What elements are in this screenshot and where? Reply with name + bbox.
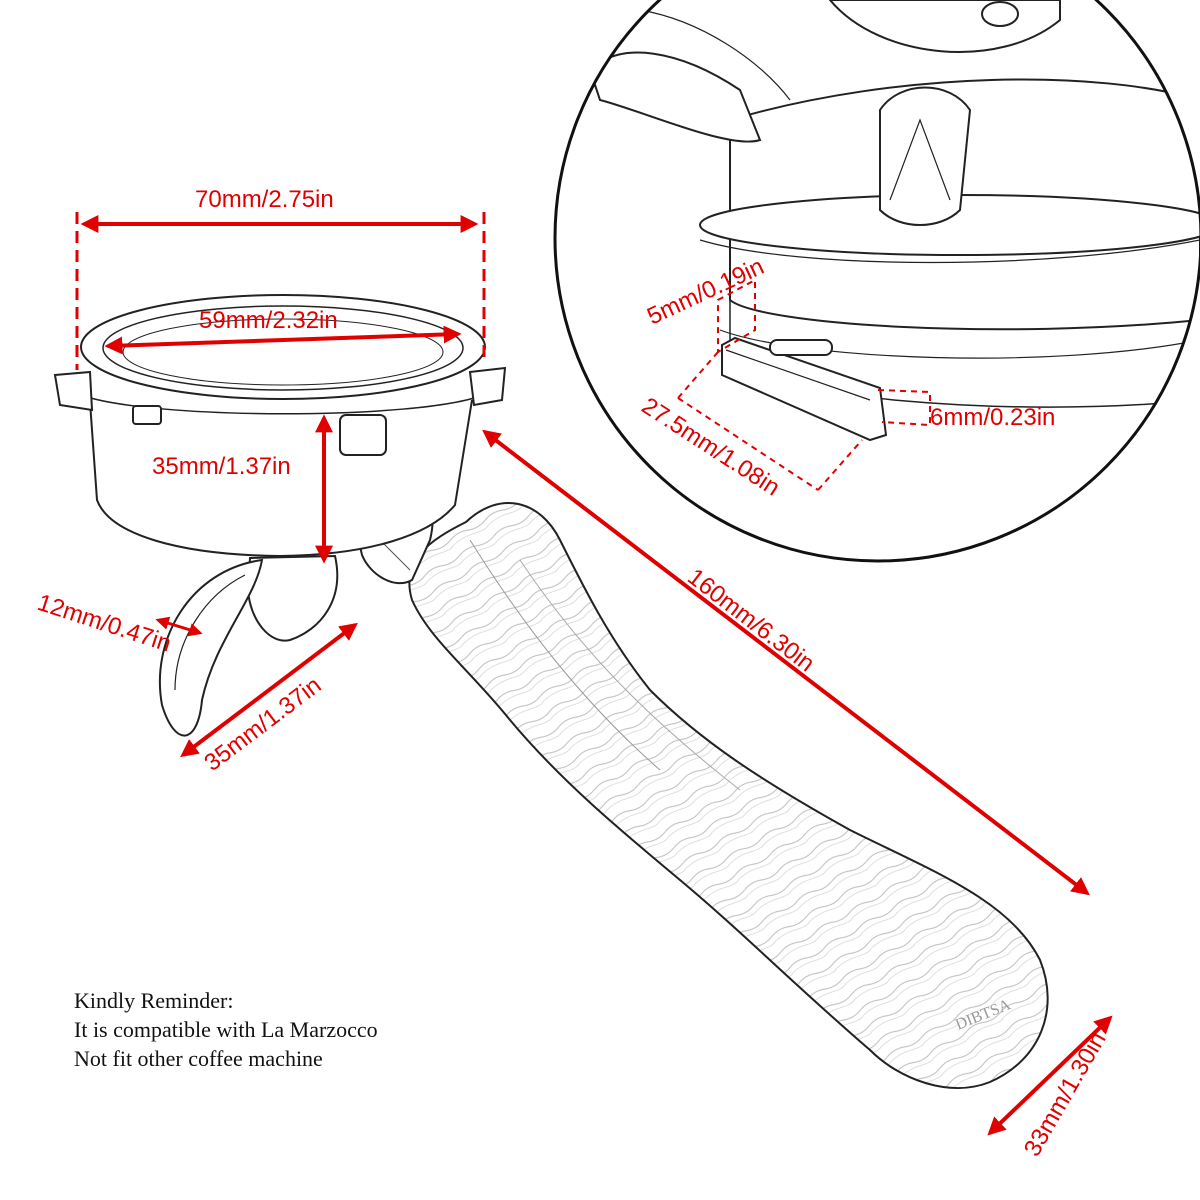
- label-tab-width: 6mm/0.23in: [930, 404, 1055, 431]
- note-title: Kindly Reminder:: [74, 988, 234, 1013]
- portafilter-drawing: DIBTSA: [53, 294, 1049, 1089]
- label-tab-length: 27.5mm/1.08in: [637, 392, 785, 501]
- detail-inset: 5mm/0.19in 27.5mm/1.08in 6mm/0.23in: [553, 0, 1200, 563]
- spout-length-arrow: [180, 622, 358, 758]
- detail-circle: [553, 0, 1200, 563]
- handle-diameter-arrow: [987, 1015, 1113, 1136]
- compatibility-note: Kindly Reminder: It is compatible with L…: [74, 986, 378, 1073]
- inner-diameter-arrow: [104, 325, 462, 355]
- label-basket-height: 35mm/1.37in: [152, 453, 291, 480]
- label-inner-diameter: 59mm/2.32in: [199, 307, 338, 334]
- label-spout-width: 12mm/0.47in: [34, 589, 174, 658]
- label-outer-width: 70mm/2.75in: [195, 186, 334, 213]
- note-line-compatible: It is compatible with La Marzocco: [74, 1017, 378, 1042]
- spout: [158, 554, 339, 737]
- label-total-length: 160mm/6.30in: [682, 563, 819, 677]
- detail-dimensions: [677, 278, 931, 491]
- total-length-arrow: [482, 429, 1090, 896]
- main-dimensions: [75, 212, 1113, 1136]
- note-line-not-fit: Not fit other coffee machine: [74, 1046, 323, 1071]
- label-spout-length: 35mm/1.37in: [199, 672, 326, 777]
